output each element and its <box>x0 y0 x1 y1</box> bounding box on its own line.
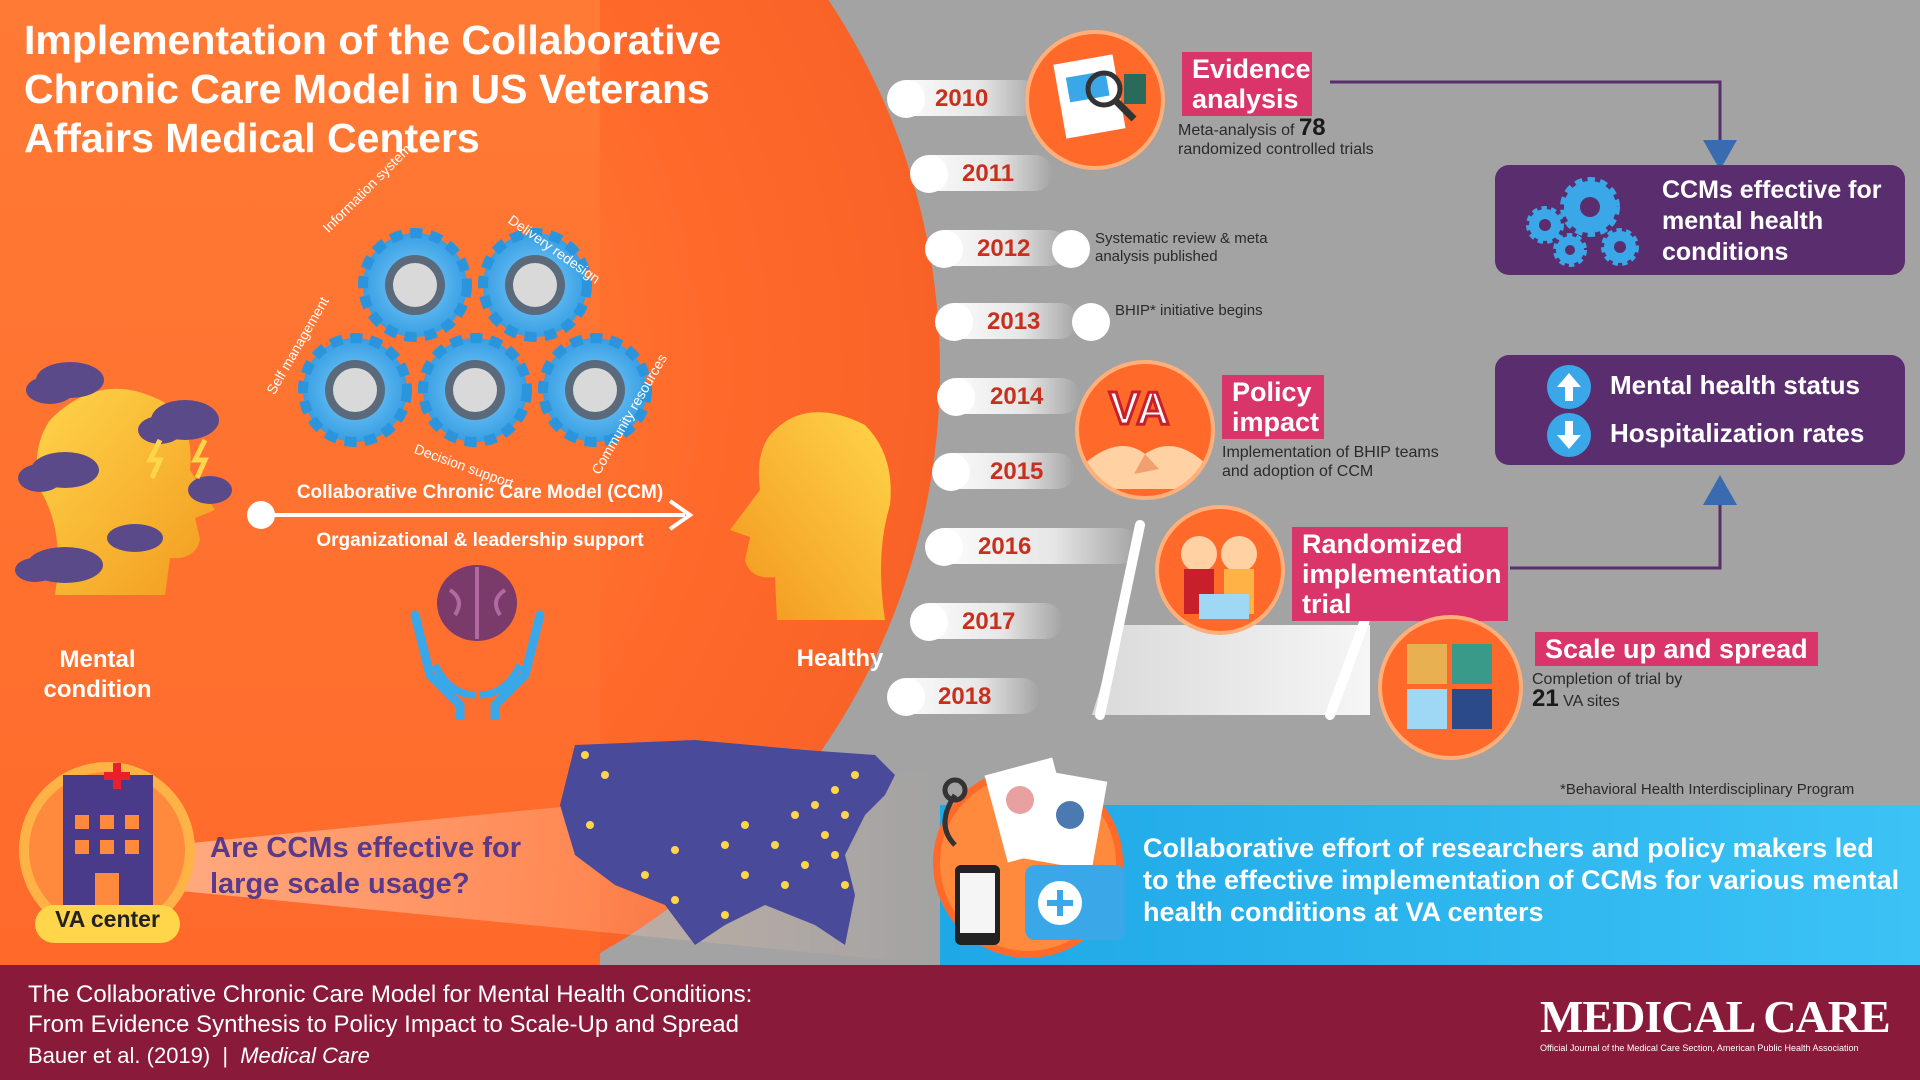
randomized-trial-label: Randomized implementation trial <box>1292 527 1508 621</box>
evidence-analysis-label: Evidence analysis <box>1182 52 1312 116</box>
us-map-icon <box>560 740 895 945</box>
outcome-measures-box: Mental health status Hospitalization rat… <box>1495 355 1905 465</box>
troubled-head-icon <box>15 362 232 595</box>
footnote: *Behavioral Health Interdisciplinary Pro… <box>1560 781 1855 798</box>
year-dot-2012 <box>925 230 963 268</box>
citation-title-line1: The Collaborative Chronic Care Model for… <box>28 981 753 1008</box>
ccm-gears-diagram <box>298 228 652 447</box>
citation-journal: Medical Care <box>240 1043 370 1068</box>
question-text: Are CCMs effective for large scale usage… <box>210 832 522 900</box>
year-2011: 2011 <box>962 160 1015 187</box>
page-title: Implementation of the Collaborative Chro… <box>24 17 722 161</box>
year-2016: 2016 <box>978 533 1032 560</box>
hospitalization-rates-text: Hospitalization rates <box>1610 418 1865 448</box>
ccm-arrow <box>247 499 694 531</box>
citation-separator: | <box>222 1043 229 1068</box>
scale-desc-suffix: VA sites <box>1563 693 1620 710</box>
year-dot-2015 <box>932 453 970 491</box>
healthy-head-icon <box>730 412 891 620</box>
evidence-count: 78 <box>1298 114 1326 141</box>
randomized-trial-icon <box>1155 505 1285 635</box>
support-label: Organizational & leadership support <box>316 530 644 551</box>
trial-duration-bars <box>1092 520 1370 720</box>
event-dot-2013 <box>1072 303 1110 341</box>
evidence-analysis-icon <box>1025 30 1165 170</box>
mental-health-status-text: Mental health status <box>1610 370 1860 400</box>
scale-up-label: Scale up and spread <box>1535 632 1818 666</box>
citation-title-line2: From Evidence Synthesis to Policy Impact… <box>28 1011 739 1038</box>
mental-condition-label: Mental condition <box>43 646 152 703</box>
year-2010: 2010 <box>935 85 989 112</box>
va-center-label: VA center <box>55 906 160 932</box>
arrow-down-icon <box>1547 413 1591 457</box>
year-2013: 2013 <box>987 308 1041 335</box>
citation-source: Bauer et al. (2019) | Medical Care <box>28 1042 370 1070</box>
arrow-up-icon <box>1547 365 1591 409</box>
medical-records-icon <box>933 757 1125 958</box>
citation-band: The Collaborative Chronic Care Model for… <box>0 965 1920 1080</box>
citation-author: Bauer et al. (2019) <box>28 1043 211 1068</box>
scale-count: 21 <box>1532 685 1559 712</box>
year-2015: 2015 <box>990 458 1044 485</box>
year-bar-2016 <box>928 528 1138 564</box>
scale-up-icon <box>1378 615 1523 760</box>
policy-impact-label: Policy impact <box>1222 375 1324 439</box>
journal-logo: MEDICAL CARE <box>1540 991 1891 1042</box>
policy-impact-desc: Implementation of BHIP teams and adoptio… <box>1222 444 1439 480</box>
year-dot-2013 <box>935 303 973 341</box>
year-dot-2018 <box>887 678 925 716</box>
year-2012: 2012 <box>977 235 1031 262</box>
review-desc: Systematic review & meta analysis publis… <box>1095 230 1268 265</box>
year-2017: 2017 <box>962 608 1016 635</box>
policy-impact-icon: VA <box>1075 360 1215 500</box>
year-dot-2014 <box>937 378 975 416</box>
va-center-icon <box>19 762 195 943</box>
year-dot-2011 <box>910 155 948 193</box>
event-dot-2012 <box>1052 230 1090 268</box>
va-logo-icon: VA <box>1109 382 1170 434</box>
conclusion-text: Collaborative effort of researchers and … <box>1143 833 1900 927</box>
evidence-analysis-desc: Meta-analysis of 78 randomized controlle… <box>1178 116 1438 159</box>
year-dot-2016 <box>925 528 963 566</box>
year-2014: 2014 <box>990 383 1044 410</box>
outcome-effective-box: CCMs effective for mental health conditi… <box>1495 165 1905 275</box>
healthy-label: Healthy <box>796 645 884 672</box>
scale-desc-prefix: Completion of trial by <box>1532 671 1683 688</box>
ccm-label: Collaborative Chronic Care Model (CCM) <box>296 482 664 503</box>
scale-up-desc: Completion of trial by 21 VA sites <box>1532 670 1752 711</box>
brain-in-hands-icon <box>410 565 545 720</box>
journal-logo-subtitle: Official Journal of the Medical Care Sec… <box>1540 1043 1859 1053</box>
outcome-effective-text: CCMs effective for mental health conditi… <box>1662 176 1882 266</box>
gears-icon <box>1526 177 1639 267</box>
connector-arrows <box>1330 80 1737 570</box>
year-2018: 2018 <box>938 683 992 710</box>
bhip-desc: BHIP* initiative begins <box>1115 302 1263 319</box>
evidence-desc-prefix: Meta-analysis of <box>1178 122 1295 139</box>
year-dot-2010 <box>887 80 925 118</box>
evidence-desc-suffix: randomized controlled trials <box>1178 141 1374 158</box>
year-dot-2017 <box>910 603 948 641</box>
